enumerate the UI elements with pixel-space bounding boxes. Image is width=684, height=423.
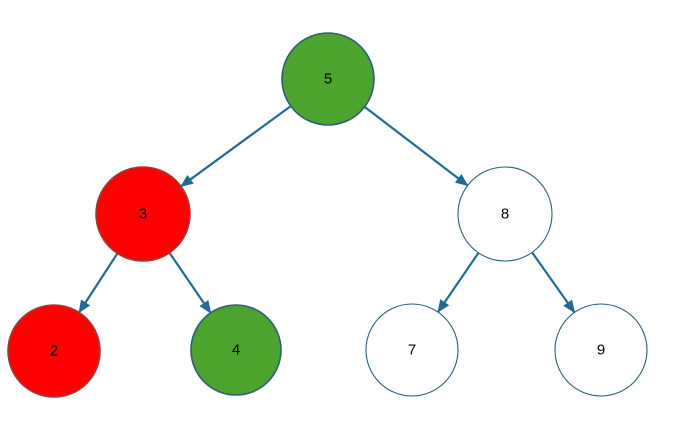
tree-node-2: 2 (7, 304, 101, 398)
edge-8-7 (437, 252, 480, 313)
node-circle-4 (190, 304, 282, 396)
nodes-layer: 5 3 8 2 4 7 9 (7, 32, 648, 398)
tree-node-8: 8 (457, 166, 553, 262)
edges-layer (78, 105, 576, 314)
node-circle-9 (554, 303, 648, 397)
node-label-9: 9 (597, 342, 605, 359)
tree-node-5: 5 (281, 32, 375, 126)
tree-node-3: 3 (95, 166, 191, 262)
node-label-8: 8 (501, 206, 509, 223)
node-label-7: 7 (408, 342, 416, 359)
node-label-3: 3 (139, 206, 147, 223)
edge-3-4 (168, 252, 212, 314)
node-label-5: 5 (324, 71, 332, 88)
node-label-4: 4 (232, 342, 240, 359)
node-circle-8 (457, 166, 553, 262)
node-circle-3 (95, 166, 191, 262)
node-circle-7 (365, 303, 459, 397)
node-circle-5 (281, 32, 375, 126)
tree-node-4: 4 (190, 304, 282, 396)
tree-node-9: 9 (554, 303, 648, 397)
edge-5-8 (363, 106, 469, 187)
node-circle-2 (7, 304, 101, 398)
edge-5-3 (180, 105, 292, 188)
node-label-2: 2 (50, 343, 58, 360)
edge-8-9 (531, 251, 576, 314)
tree-node-7: 7 (365, 303, 459, 397)
edge-3-2 (78, 252, 119, 314)
